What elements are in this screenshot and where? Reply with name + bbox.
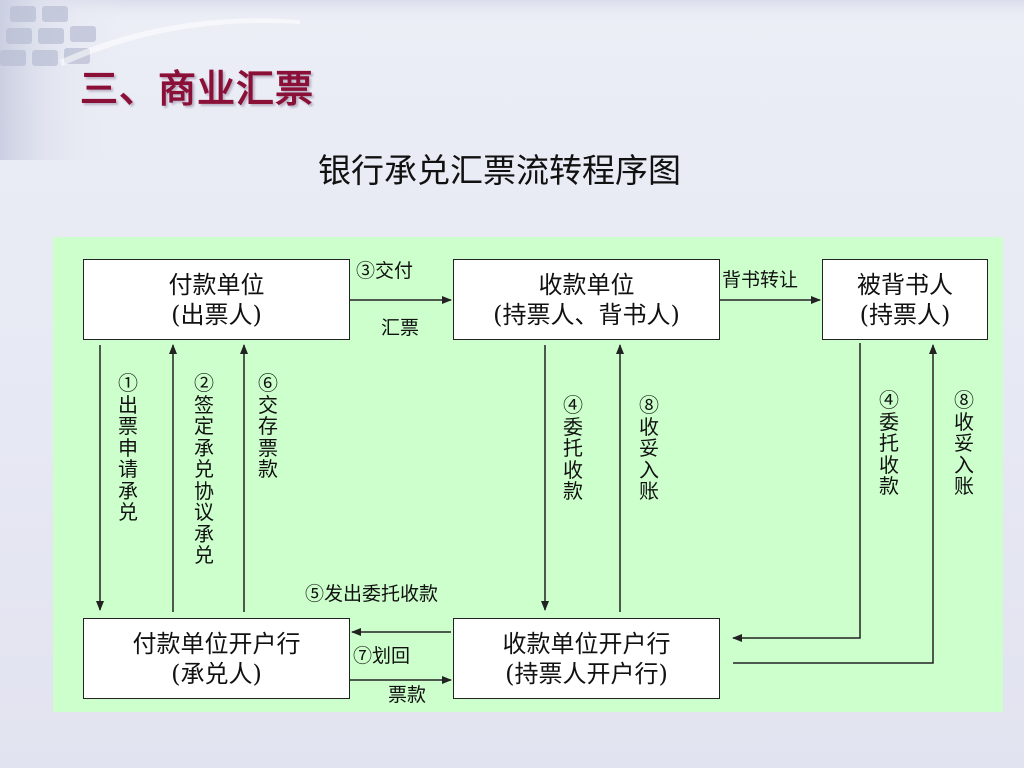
arrow-step8-endorsee xyxy=(733,344,937,664)
diagram-title: 银行承兑汇票流转程序图 xyxy=(318,151,681,190)
edge-label-step8-payee: ⑧收妥入账 xyxy=(639,393,659,503)
edge-label-endorse: 背书转让 xyxy=(722,269,799,291)
edge-label-step5: ⑤发出委托收款 xyxy=(305,583,439,605)
node-payer-bank-line2: (承兑人) xyxy=(171,659,262,688)
node-payer-line2: (出票人) xyxy=(171,300,262,329)
edge-label-step8-endorsee: ⑧收妥入账 xyxy=(954,388,974,498)
node-payee-line1: 收款单位 xyxy=(538,270,635,299)
node-payee-bank: 收款单位开户行 (持票人开户行) xyxy=(453,618,720,699)
edge-label-step7b: 票款 xyxy=(388,684,427,706)
edge-label-step6: ⑥交存票款 xyxy=(258,371,278,481)
edge-label-draft: 汇票 xyxy=(381,317,420,339)
slide-title: 三、商业汇票 xyxy=(80,66,315,111)
node-payer: 付款单位 (出票人) xyxy=(83,259,350,340)
node-payee-line2: (持票人、背书人) xyxy=(493,300,680,329)
node-payer-line1: 付款单位 xyxy=(168,270,265,299)
edge-label-step4-payee: ④委托收款 xyxy=(563,393,583,503)
node-endorsee-line1: 被背书人 xyxy=(857,270,953,299)
node-payee-bank-line1: 收款单位开户行 xyxy=(502,629,671,658)
node-endorsee-line2: (持票人) xyxy=(859,300,951,329)
edge-label-step4-endorsee: ④委托收款 xyxy=(879,388,899,498)
arrow-step4-endorsee xyxy=(732,343,861,642)
edge-label-step7: ⑦划回 xyxy=(353,645,411,667)
node-payee-bank-line2: (持票人开户行) xyxy=(505,659,668,688)
node-endorsee: 被背书人 (持票人) xyxy=(822,259,988,340)
node-payee: 收款单位 (持票人、背书人) xyxy=(453,259,720,340)
edge-label-step1: ①出票申请承兑 xyxy=(118,371,138,524)
node-payer-bank-line1: 付款单位开户行 xyxy=(132,629,301,658)
edge-label-deliver: ③交付 xyxy=(356,260,414,282)
edge-label-step2: ②签定承兑协议承兑 xyxy=(194,371,214,567)
node-payer-bank: 付款单位开户行 (承兑人) xyxy=(83,618,350,699)
